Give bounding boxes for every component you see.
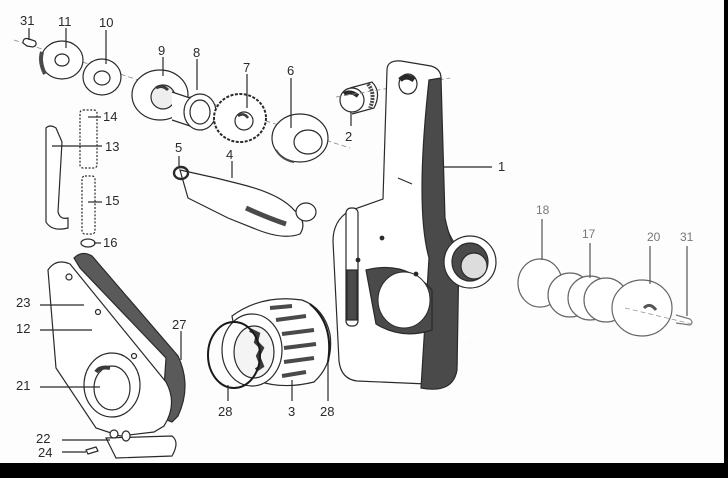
callout-20: 20: [647, 230, 661, 244]
part-13-pawl: [45, 125, 69, 230]
callout-27: 27: [172, 317, 187, 332]
leader-lines-left: [52, 116, 102, 244]
callout-18: 18: [536, 203, 550, 217]
leader-lines-cover: [40, 304, 182, 453]
callout-28-left: 28: [218, 404, 233, 419]
callout-23: 23: [16, 295, 31, 310]
callout-10: 10: [99, 15, 114, 30]
callout-9: 9: [158, 43, 166, 58]
callout-22: 22: [36, 431, 51, 446]
part-31-cotter-pin-right: [675, 314, 693, 326]
callout-16: 16: [103, 235, 118, 250]
exploded-parts-drawing: [13, 28, 693, 459]
callout-5: 5: [175, 140, 183, 155]
callout-15: 15: [105, 193, 120, 208]
callout-12: 12: [16, 321, 31, 336]
callout-31-right: 31: [680, 230, 694, 244]
part-7-gear: [213, 93, 267, 143]
part-2-bushing: [339, 81, 379, 115]
callout-13: 13: [105, 139, 120, 154]
leader-lines-wheel: [227, 362, 329, 401]
part-1-adjuster-housing: [332, 60, 497, 390]
part-28-o-ring-left: [207, 321, 261, 389]
part-28-o-ring-right: [309, 303, 331, 363]
part-3-worm-wheel: [221, 298, 332, 387]
diagram-paper: 31 11 10 9 8 7 6 2 1 14 13 5 4 15 16 18 …: [0, 0, 724, 463]
callout-6: 6: [287, 63, 295, 78]
callout-7: 7: [243, 60, 251, 75]
part-5-retaining-ring: [172, 165, 190, 181]
part-31-cotter-pin: [22, 37, 37, 48]
part-15-spring: [81, 175, 96, 235]
callout-1: 1: [498, 159, 506, 174]
part-16-cap: [80, 238, 96, 248]
callout-28-right: 28: [320, 404, 335, 419]
callout-24: 24: [38, 445, 53, 460]
callout-21: 21: [16, 378, 31, 393]
part-4-worm-shaft: [179, 169, 317, 237]
part-6-bearing-cup: [271, 113, 329, 163]
callout-2: 2: [345, 129, 353, 144]
callout-14: 14: [103, 109, 118, 124]
part-14-spring: [79, 109, 98, 169]
callout-3: 3: [288, 404, 296, 419]
callout-4: 4: [226, 147, 234, 162]
part-8-sleeve: [171, 91, 217, 131]
part-21-bearing-boss: [83, 352, 141, 418]
callout-8: 8: [193, 45, 201, 60]
part-20-nut: [611, 279, 673, 337]
callout-31: 31: [20, 13, 35, 28]
leader-lines-right: [541, 219, 688, 316]
part-22-rivet: [109, 429, 131, 442]
part-27-gasket: [73, 252, 186, 423]
part-10-washer: [82, 58, 122, 96]
part-24-screw: [85, 446, 99, 455]
callout-17: 17: [582, 227, 596, 241]
part-11-adjusting-nut: [39, 40, 84, 80]
callout-11: 11: [58, 14, 72, 29]
